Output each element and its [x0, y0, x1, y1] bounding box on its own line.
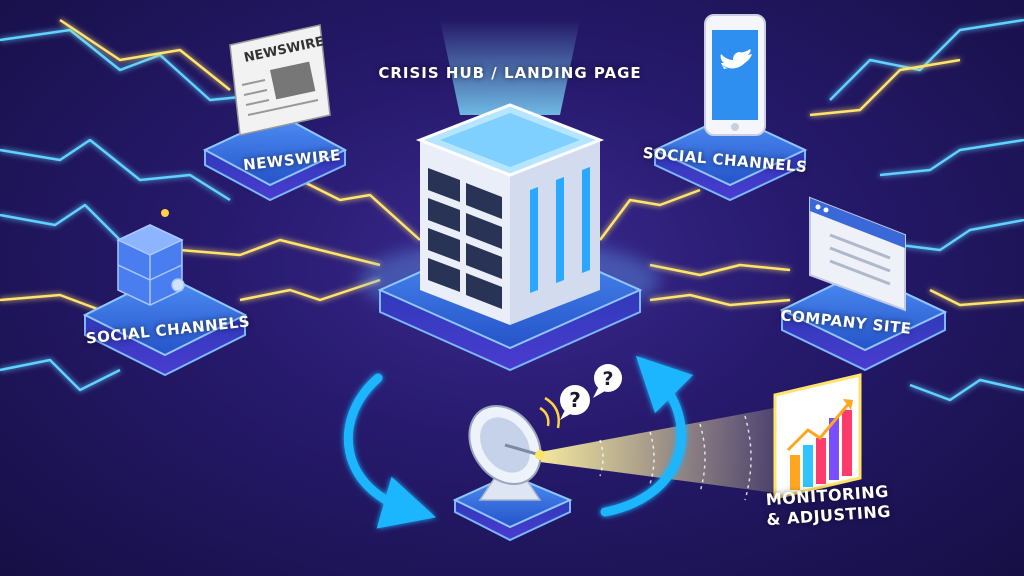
radio-waves-icon — [539, 396, 560, 429]
cube-blocks-icon — [116, 209, 185, 306]
link-top-left-far — [59, 18, 231, 91]
listener-node: ? ? — [452, 364, 790, 542]
link-tr-hub — [599, 188, 701, 241]
browser-window-icon — [809, 196, 906, 312]
lightning-line-left-1 — [0, 138, 231, 202]
smartphone-twitter-icon — [704, 14, 766, 136]
signal-waves — [599, 415, 752, 501]
link-right-far — [929, 288, 1024, 307]
cycle-arrow-right — [600, 355, 694, 517]
lightning-line-right-1 — [879, 138, 1024, 177]
newswire-node: NEWSWIRE — [202, 24, 348, 202]
link-company-hub-2 — [649, 293, 791, 307]
link-left-hub-2 — [179, 238, 381, 267]
crisis-hub-server — [360, 20, 660, 372]
link-company-hub — [649, 263, 791, 277]
company-site-node — [779, 196, 948, 372]
link-newswire-hub — [299, 178, 421, 241]
question-bubble-2: ? — [593, 364, 622, 398]
lightning-line-top-left — [0, 28, 261, 102]
cycle-arrow-left — [343, 373, 436, 529]
hub-sky-beam — [440, 20, 580, 115]
link-left-far — [0, 293, 101, 312]
lightning-line-right-3 — [909, 378, 1024, 402]
server-light-bars — [530, 167, 590, 293]
svg-text:?: ? — [602, 368, 613, 390]
lightning-line-right-2 — [899, 218, 1024, 252]
monitoring-node — [773, 373, 862, 500]
svg-text:?: ? — [569, 388, 581, 412]
question-bubble-1: ? — [560, 385, 590, 420]
server-rack-slots — [428, 168, 502, 309]
satellite-dish-icon — [468, 405, 545, 501]
newspaper-icon: NEWSWIRE — [229, 24, 331, 136]
lightning-line-left-3 — [0, 358, 121, 392]
social-channels-top-node — [652, 14, 808, 202]
diagram-title: CRISIS HUB / LANDING PAGE — [378, 64, 642, 82]
link-left-hub — [239, 278, 381, 302]
lightning-line-left-2 — [0, 203, 121, 241]
feedback-cycle-arrows — [343, 355, 694, 529]
link-top-right-far — [809, 58, 961, 117]
twitter-bird-icon — [720, 49, 752, 69]
lightning-line-top-right — [829, 18, 1024, 101]
bar-chart-icon — [786, 399, 853, 490]
connection-lines — [0, 18, 1024, 402]
signal-beam — [540, 405, 790, 495]
social-channels-left-node — [82, 209, 248, 377]
